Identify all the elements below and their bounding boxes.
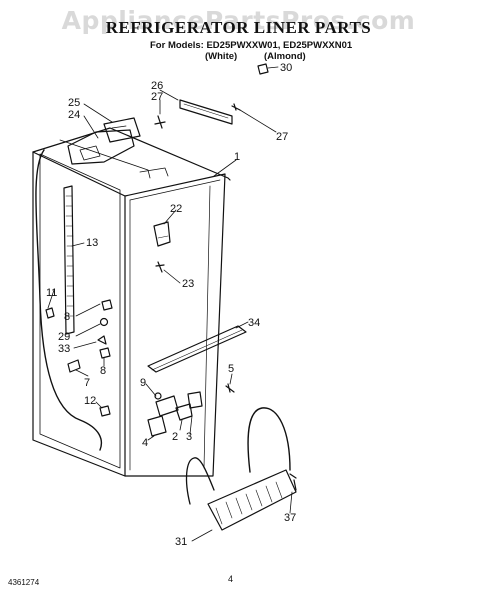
color-white-label: (White) xyxy=(205,51,238,62)
color-almond-label: (Almond) xyxy=(264,51,306,62)
leader-lines xyxy=(47,66,293,542)
callout-8-lower: 8 xyxy=(100,365,106,377)
part-30 xyxy=(257,63,269,75)
callout-numbers: 25 24 26 27 27 1 22 23 13 11 8 29 33 8 7… xyxy=(46,62,296,548)
screw-27-top xyxy=(154,115,166,129)
heater-tube xyxy=(35,149,103,451)
bracket-22 xyxy=(153,221,171,247)
control-housing-24-25 xyxy=(67,117,141,165)
callout-7: 7 xyxy=(84,377,90,389)
page-number: 4 xyxy=(228,574,234,584)
document-number: 4361274 xyxy=(8,578,40,587)
callout-8-upper: 8 xyxy=(64,311,70,323)
callout-33: 33 xyxy=(58,343,70,355)
page-title: REFRIGERATOR LINER PARTS xyxy=(105,18,372,37)
callout-11: 11 xyxy=(46,287,57,299)
liner-body xyxy=(32,127,231,477)
callout-26: 26 xyxy=(151,80,163,92)
callout-34: 34 xyxy=(248,317,260,329)
callout-3: 3 xyxy=(186,431,192,443)
callout-2: 2 xyxy=(172,431,178,443)
heater-31-37 xyxy=(185,407,297,531)
callout-37: 37 xyxy=(284,512,296,524)
callout-24: 24 xyxy=(68,109,80,121)
callout-4: 4 xyxy=(142,437,148,449)
callout-25: 25 xyxy=(68,97,80,109)
callout-30: 30 xyxy=(280,62,292,74)
rail-13 xyxy=(63,185,75,335)
screw-23 xyxy=(155,261,165,273)
callout-22: 22 xyxy=(170,203,182,215)
callout-13: 13 xyxy=(86,237,98,249)
hinge-parts xyxy=(147,391,203,437)
callout-27-top: 27 xyxy=(151,91,163,103)
clips xyxy=(45,299,113,417)
screw-5 xyxy=(225,383,235,393)
shelf-34 xyxy=(147,325,247,373)
callout-31: 31 xyxy=(175,536,187,548)
callout-12: 12 xyxy=(84,395,96,407)
callout-29: 29 xyxy=(58,331,70,343)
bracket-26 xyxy=(179,99,233,125)
callout-27-right: 27 xyxy=(276,131,288,143)
screw-27-right xyxy=(231,103,241,111)
watermark: AppliancePartsPros.com xyxy=(61,6,416,35)
callout-5: 5 xyxy=(228,363,234,375)
callout-1: 1 xyxy=(234,151,240,163)
model-numbers: For Models: ED25PWXXW01, ED25PWXXN01 xyxy=(150,40,353,51)
callout-23: 23 xyxy=(182,278,194,290)
callout-9: 9 xyxy=(140,377,146,389)
